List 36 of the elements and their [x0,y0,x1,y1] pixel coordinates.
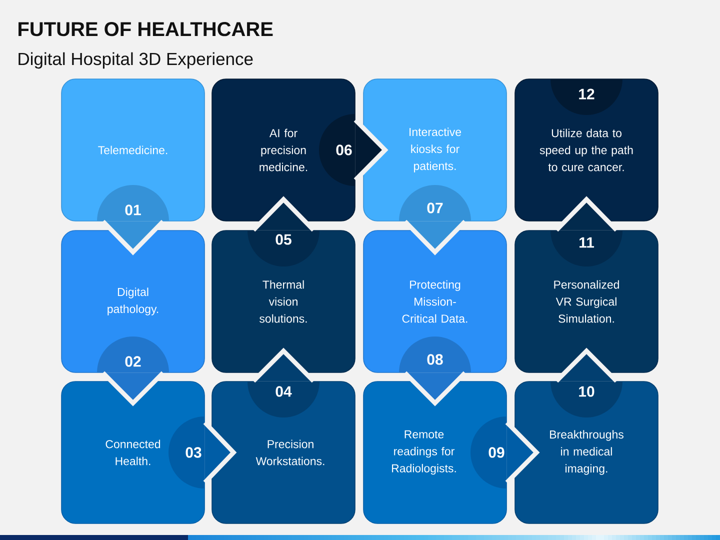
chevron-arrow [554,196,619,232]
node-label: 06 [336,144,352,156]
chevron-arrow [402,370,468,406]
chevron-arrow [353,118,388,182]
node-label: 08 [427,354,443,365]
node-label: 01 [125,204,141,216]
number-badge: 05 [248,230,320,266]
number-badge: 04 [248,382,320,418]
node-label: 07 [427,202,443,214]
subtitle: Digital Hospital 3D Experience [18,52,253,69]
chevron-arrow [554,348,619,384]
number-badge: 06 [319,114,355,186]
chevron-arrow [100,370,166,406]
chevron-arrow [100,219,166,256]
chevron-arrow [402,219,468,256]
node-label: 03 [186,447,202,458]
chevron-arrow [251,348,316,384]
node-label: 02 [125,356,141,367]
chevron-arrow [203,420,237,484]
number-badge: 12 [550,79,622,115]
number-badge: 02 [97,336,169,372]
number-badge: 03 [168,416,204,488]
node-label: 04 [276,386,292,397]
chevron-arrow [251,196,316,232]
number-badge: 01 [97,185,169,221]
chevron-arrow [505,420,540,484]
number-badge: 10 [550,382,622,418]
title: FUTURE OF HEALTHCARE [18,22,273,36]
number-badge: 11 [550,230,622,266]
node-label: 11 [580,237,594,248]
node-label: 10 [579,386,594,397]
number-badge: 08 [399,336,471,372]
node-label: 09 [488,447,504,458]
node-label: 05 [276,234,292,245]
number-badge: 07 [399,185,471,221]
number-badge: 09 [470,416,506,488]
